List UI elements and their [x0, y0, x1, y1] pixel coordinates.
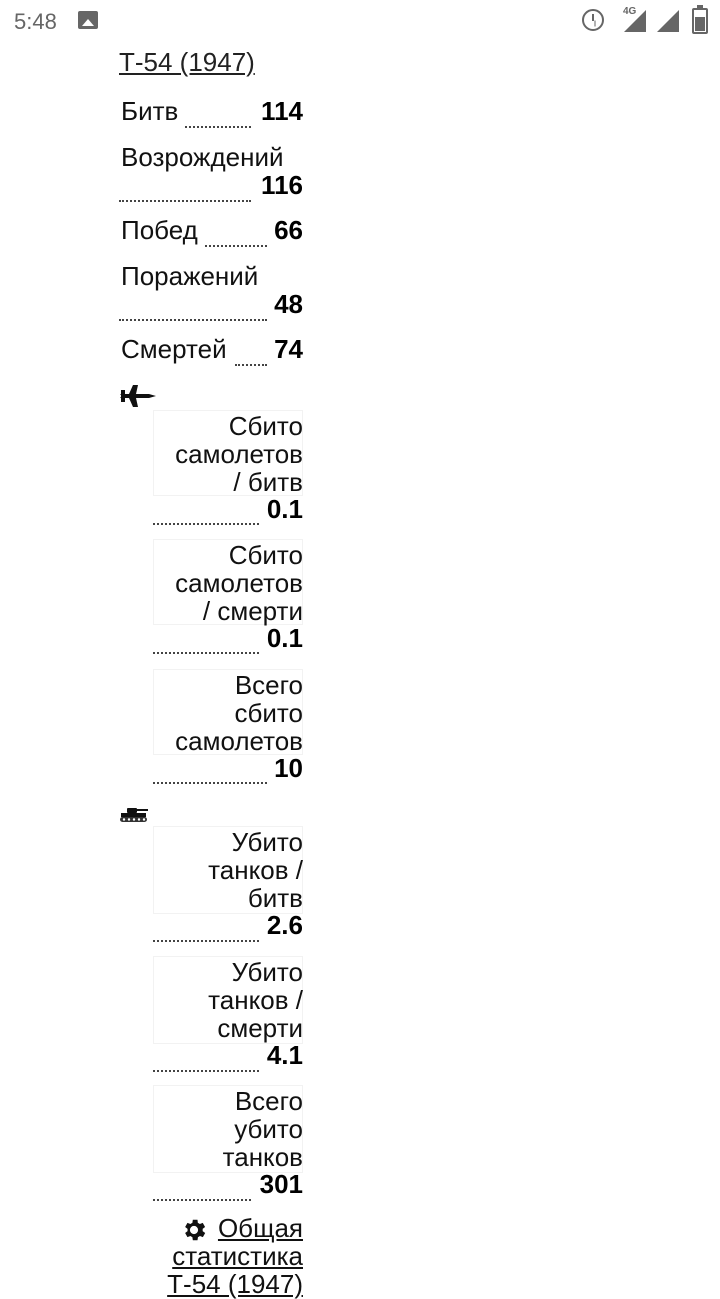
air-stat-total-shot-planes: Всего сбито самолетов 10 — [119, 669, 303, 787]
ground-stat-tanks-per-death: Убито танков / смерти 4.1 — [119, 956, 303, 1074]
label-cell — [153, 669, 303, 755]
ground-stat-value: 2.6 — [266, 910, 303, 940]
label-line: Всего — [234, 670, 303, 700]
dot-leader — [119, 200, 251, 202]
dot-leader — [119, 319, 267, 321]
air-stat-value: 0.1 — [266, 494, 303, 524]
label-line: танков / — [208, 985, 303, 1015]
stat-row-battles: Битв 114 — [119, 96, 303, 130]
label-line: сбито — [234, 698, 304, 728]
dot-leader — [153, 652, 259, 654]
stat-row-defeats: Поражений 48 — [119, 261, 303, 323]
airplane-icon — [120, 385, 156, 407]
stat-value: 66 — [274, 215, 303, 245]
label-line: смерти — [217, 1013, 303, 1043]
alarm-icon — [582, 9, 604, 31]
label-line: самолетов — [175, 439, 303, 469]
stat-value: 48 — [274, 289, 303, 319]
label-cell — [153, 826, 303, 914]
label-line: Сбито — [228, 540, 303, 570]
air-stat-label: Сбито самолетов / смерти — [175, 541, 303, 625]
stat-row-respawns: Возрождений 116 — [119, 142, 303, 204]
ground-stat-label: Всего убито танков — [223, 1087, 303, 1171]
label-line: Сбито — [228, 411, 303, 441]
label-line: Всего — [234, 1086, 303, 1116]
ground-stat-label: Убито танков / смерти — [208, 958, 303, 1042]
ground-stat-total-tanks: Всего убито танков 301 — [119, 1085, 303, 1203]
status-bar: 5:48 4G — [0, 0, 720, 44]
air-stat-label: Сбито самолетов / битв — [175, 412, 303, 496]
stat-label: Поражений — [121, 261, 259, 291]
ground-stat-value: 4.1 — [266, 1040, 303, 1070]
label-line: танков / — [208, 855, 303, 885]
ground-stat-tanks-per-battle: Убито танков / битв 2.6 — [119, 826, 303, 944]
stat-value: 116 — [261, 170, 303, 200]
dot-leader — [153, 1199, 251, 1201]
label-line: битв — [247, 883, 303, 913]
stat-row-victories: Побед 66 — [119, 215, 303, 249]
ground-stat-label: Убито танков / битв — [208, 828, 303, 912]
label-cell — [153, 410, 303, 496]
label-line: танков — [222, 1142, 303, 1172]
label-line: / смерти — [202, 596, 303, 626]
link-line[interactable]: Т-54 (1947) — [167, 1269, 303, 1299]
stat-row-deaths: Смертей 74 — [119, 334, 303, 368]
stat-value: 74 — [274, 334, 303, 364]
link-line[interactable]: статистика — [172, 1241, 303, 1271]
dot-leader — [153, 940, 259, 942]
label-line: самолетов — [175, 568, 303, 598]
stat-label: Битв — [121, 96, 179, 126]
signal-icon-2 — [657, 10, 679, 32]
air-stat-value: 10 — [274, 753, 303, 783]
link-line[interactable]: Общая — [217, 1213, 303, 1243]
dot-leader — [153, 782, 267, 784]
air-stat-value: 0.1 — [266, 623, 303, 653]
battery-icon — [692, 5, 708, 34]
dot-leader — [235, 364, 267, 366]
label-line: Убито — [231, 957, 303, 987]
label-line: / битв — [233, 467, 303, 497]
stat-value: 114 — [261, 96, 303, 126]
ground-stat-value: 301 — [259, 1169, 303, 1199]
air-stat-shot-planes-per-battle: Сбито самолетов / битв 0.1 — [119, 410, 303, 528]
status-time: 5:48 — [14, 9, 57, 34]
stat-label: Смертей — [121, 334, 227, 364]
dot-leader — [153, 1070, 259, 1072]
label-cell — [153, 956, 303, 1044]
label-cell — [153, 1085, 303, 1173]
air-stat-shot-planes-per-death: Сбито самолетов / смерти 0.1 — [119, 539, 303, 657]
tank-icon — [120, 808, 148, 822]
general-stats-link[interactable]: Общая статистика Т-54 (1947) — [167, 1214, 303, 1298]
label-line: самолетов — [175, 726, 303, 756]
dot-leader — [185, 126, 251, 128]
dot-leader — [205, 245, 267, 247]
stat-label: Побед — [121, 215, 198, 245]
gear-icon — [185, 1219, 206, 1241]
air-stat-label: Всего сбито самолетов — [175, 671, 303, 755]
dot-leader — [153, 523, 259, 525]
stat-label: Возрождений — [121, 142, 284, 172]
vehicle-title-link[interactable]: Т-54 (1947) — [119, 47, 255, 77]
label-cell — [153, 539, 303, 625]
gallery-notification-icon — [78, 11, 98, 29]
label-line: убито — [234, 1114, 303, 1144]
label-line: Убито — [231, 827, 303, 857]
signal-icon — [624, 10, 646, 32]
